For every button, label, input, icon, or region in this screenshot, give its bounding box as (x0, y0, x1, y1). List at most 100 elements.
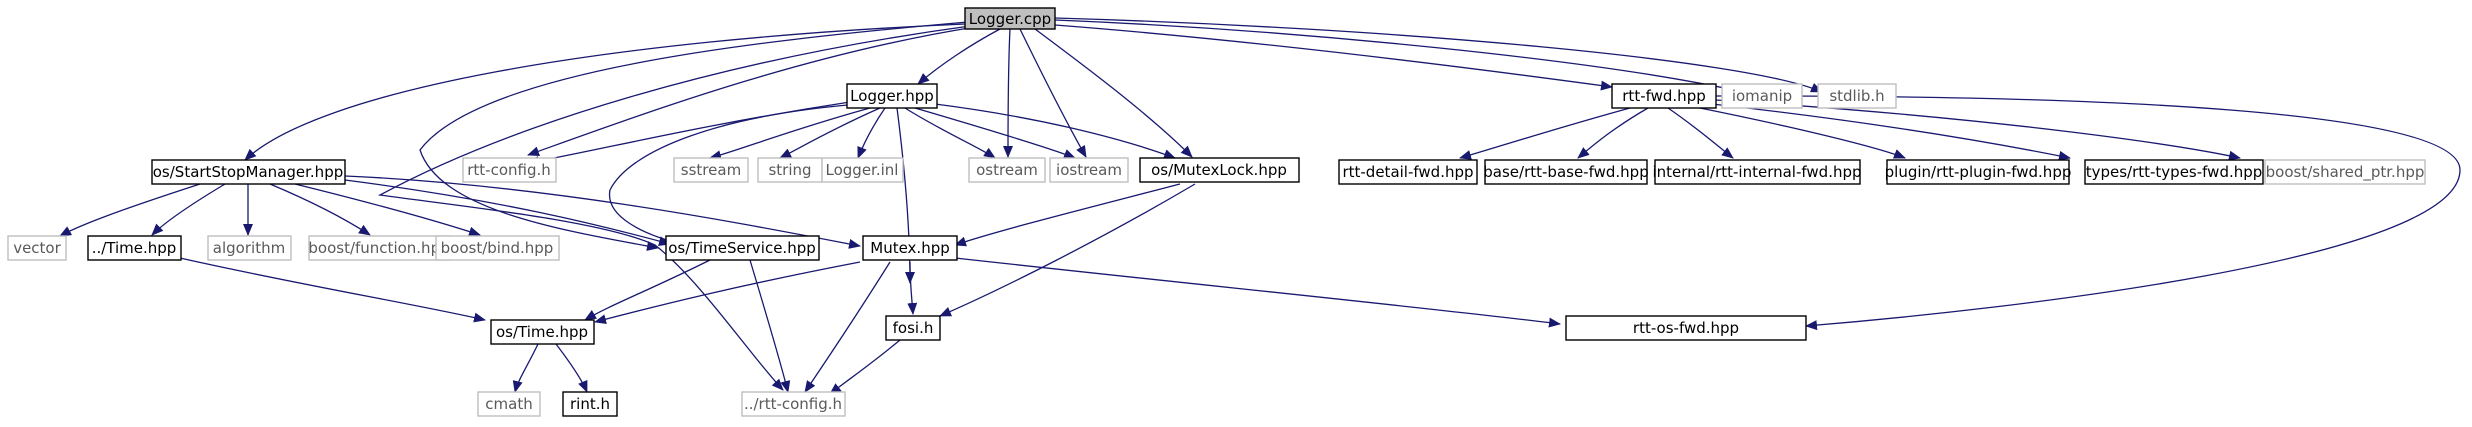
node-label: types/rtt-types-fwd.hpp (2086, 163, 2263, 181)
edge-logger-cpp-to-iostream (1019, 28, 1087, 158)
node-label: internal/rtt-internal-fwd.hpp (1652, 163, 1861, 181)
node-label: rtt-fwd.hpp (1622, 87, 1705, 105)
node-mutexlock[interactable]: os/MutexLock.hpp (1139, 157, 1300, 183)
edge-logger-cpp-to-stdlib (1054, 17, 1823, 93)
edge-rtt-fwd-to-os-fwd (1715, 95, 2461, 331)
node-vector[interactable]: vector (7, 235, 67, 261)
node-label: rint.h (570, 395, 610, 413)
edge-rtt-fwd-to-detail-fwd (1459, 107, 1631, 160)
node-label: plugin/rtt-plugin-fwd.hpp (1885, 163, 2072, 181)
edge-logger-hpp-to-string (779, 107, 881, 159)
edge-logger-cpp-to-ostream (1003, 28, 1014, 158)
node-label: algorithm (213, 239, 285, 257)
node-logger-inl[interactable]: Logger.inl (821, 157, 904, 183)
node-rint[interactable]: rint.h (562, 391, 618, 417)
node-shared-ptr[interactable]: boost/shared_ptr.hpp (2264, 159, 2426, 185)
edge-rtt-fwd-to-base-fwd (1577, 107, 1649, 159)
node-plugin-fwd[interactable]: plugin/rtt-plugin-fwd.hpp (1885, 159, 2072, 185)
node-rtt-fwd[interactable]: rtt-fwd.hpp (1611, 83, 1717, 109)
edge-logger-hpp-to-ostream (904, 107, 996, 159)
edge-mutex-to-os-time (594, 261, 861, 325)
node-label: os/StartStopManager.hpp (153, 163, 343, 181)
node-label: iomanip (1732, 87, 1792, 105)
node-string[interactable]: string (757, 157, 823, 183)
node-internal-fwd[interactable]: internal/rtt-internal-fwd.hpp (1652, 159, 1862, 185)
node-mutex[interactable]: Mutex.hpp (862, 235, 958, 261)
node-label: stdlib.h (1829, 87, 1884, 105)
edge-logger-cpp-to-iomanip (1054, 19, 1744, 95)
node-sstream[interactable]: sstream (673, 157, 749, 183)
node-label: os/TimeService.hpp (668, 239, 816, 257)
node-os-time[interactable]: os/Time.hpp (490, 319, 595, 345)
edge-timeservice-to-os-time (584, 259, 711, 321)
node-rtt-config-rel[interactable]: ../rtt-config.h (741, 391, 846, 417)
node-label: ../Time.hpp (92, 239, 177, 257)
edge-logger-cpp-to-logger-hpp (917, 28, 1001, 85)
node-label: vector (13, 239, 61, 257)
node-os-fwd[interactable]: rtt-os-fwd.hpp (1565, 315, 1807, 341)
edge-logger-hpp-to-mutexlock (934, 103, 1176, 159)
node-label: rtt-config.h (467, 161, 551, 179)
node-label: boost/shared_ptr.hpp (2266, 163, 2425, 182)
node-cmath[interactable]: cmath (477, 391, 541, 417)
node-logger-cpp[interactable]: Logger.cpp (964, 7, 1056, 30)
node-label: sstream (681, 161, 741, 179)
nodes: Logger.cpp Logger.hpp rtt-fwd.hpp iomani… (7, 7, 2426, 417)
node-algorithm[interactable]: algorithm (207, 235, 292, 261)
edge-logger-cpp-to-rtt-config-rel (377, 25, 971, 391)
node-label: rtt-os-fwd.hpp (1633, 319, 1739, 337)
edge-logger-cpp-to-mutexlock (1034, 28, 1193, 158)
node-timeservice[interactable]: os/TimeService.hpp (665, 235, 820, 261)
node-label: Logger.hpp (850, 87, 934, 105)
node-label: fosi.h (893, 319, 934, 337)
node-fosi[interactable]: fosi.h (885, 315, 941, 341)
edge-timeservice-to-rtt-config-rel (749, 259, 791, 393)
node-label: base/rtt-base-fwd.hpp (1483, 163, 1648, 181)
node-stdlib[interactable]: stdlib.h (1817, 83, 1897, 109)
edge-logger-hpp-to-logger-inl (857, 107, 886, 159)
edge-logger-hpp-to-sstream (709, 107, 871, 160)
edge-startstop-to-function (269, 183, 371, 236)
edge-mutexlock-to-fosi (939, 183, 1196, 317)
node-label: ../rtt-config.h (744, 395, 842, 413)
edge-logger-cpp-to-startstop (244, 23, 966, 161)
edge-os-time-to-rint (555, 343, 588, 393)
node-base-fwd[interactable]: base/rtt-base-fwd.hpp (1483, 159, 1649, 185)
edge-mutex-to-os-fwd (954, 257, 1561, 328)
node-label: boost/function.hpp (308, 239, 449, 257)
edge-startstop-to-time-rel (151, 183, 226, 236)
node-detail-fwd[interactable]: rtt-detail-fwd.hpp (1338, 159, 1478, 185)
node-rtt-config-h[interactable]: rtt-config.h (462, 157, 557, 183)
edge-startstop-to-vector (59, 183, 201, 237)
edge-logger-cpp-to-rtt-fwd (1054, 24, 1613, 91)
node-ostream[interactable]: ostream (968, 157, 1046, 183)
node-label: ostream (976, 161, 1038, 179)
edge-mutex-to-fosi (907, 261, 918, 315)
node-label: rtt-detail-fwd.hpp (1342, 163, 1473, 181)
node-bind[interactable]: boost/bind.hpp (435, 235, 560, 261)
node-label: os/MutexLock.hpp (1151, 161, 1287, 179)
node-label: boost/bind.hpp (441, 239, 554, 257)
edge-os-time-to-cmath (512, 343, 539, 393)
node-label: string (768, 161, 811, 179)
edge-startstop-to-timeservice (344, 179, 671, 246)
edge-rtt-fwd-to-internal-fwd (1667, 107, 1734, 159)
node-label: Logger.inl (826, 161, 899, 179)
node-label: os/Time.hpp (496, 323, 588, 341)
node-logger-hpp[interactable]: Logger.hpp (846, 83, 938, 109)
node-time-rel[interactable]: ../Time.hpp (87, 235, 182, 261)
node-types-fwd[interactable]: types/rtt-types-fwd.hpp (2084, 159, 2264, 185)
node-label: Logger.cpp (969, 10, 1051, 28)
node-label: iostream (1056, 161, 1122, 179)
node-iostream[interactable]: iostream (1049, 157, 1129, 183)
edge-mutex-to-rtt-config-rel (804, 261, 891, 393)
edge-fosi-to-rtt-config-rel (829, 339, 901, 395)
node-iomanip[interactable]: iomanip (1721, 83, 1803, 109)
edge-logger-cpp-to-timeservice (419, 21, 969, 251)
node-startstop[interactable]: os/StartStopManager.hpp (151, 159, 346, 185)
node-label: cmath (485, 395, 532, 413)
edges (59, 17, 2461, 395)
node-function[interactable]: boost/function.hpp (308, 235, 451, 261)
edge-time-rel-to-os-time (179, 257, 486, 323)
